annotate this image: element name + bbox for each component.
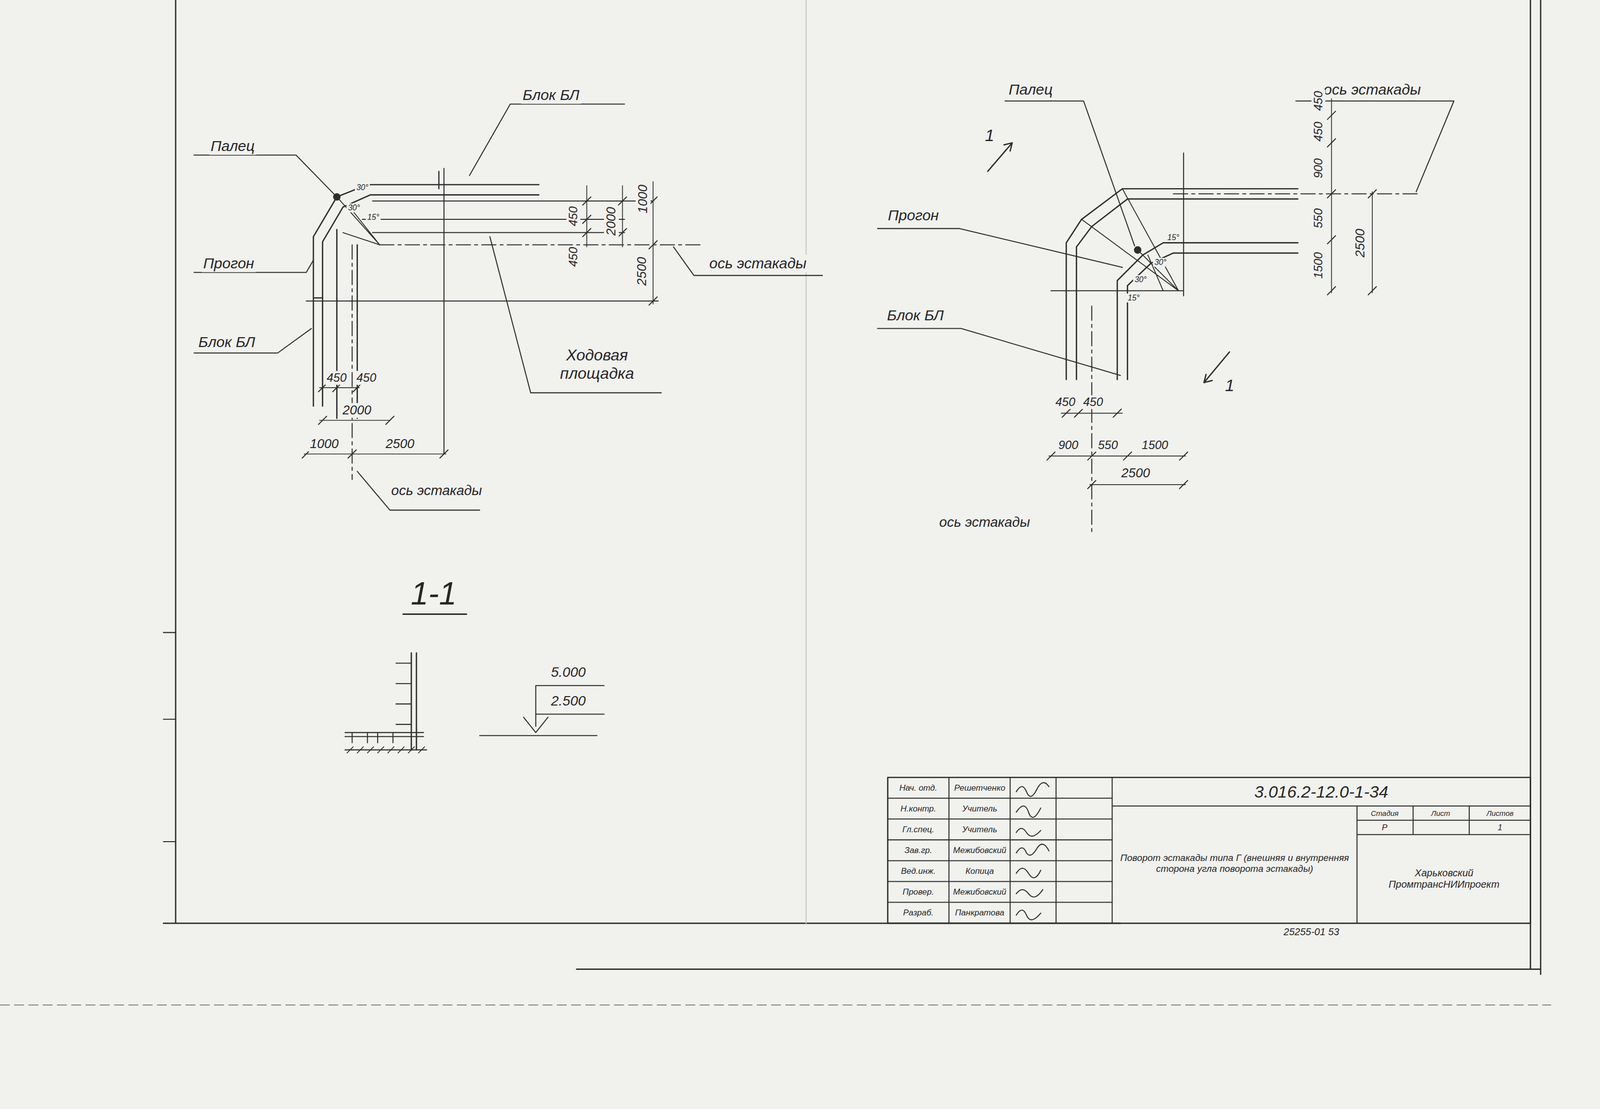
dimension: 2500 bbox=[1352, 227, 1368, 259]
drawing-code: 3.016.2-12.0-1-34 bbox=[1252, 782, 1390, 802]
section-mark: 1 bbox=[983, 125, 997, 146]
level-mark: 5.000 bbox=[549, 664, 588, 681]
angle: 30° bbox=[346, 203, 362, 213]
name-cell: Копица bbox=[963, 866, 996, 877]
name-cell: Межибовский bbox=[951, 845, 1008, 856]
axis-label: ось эстакады bbox=[932, 514, 1038, 531]
part-name: Прогон bbox=[201, 254, 256, 273]
role-cell: Провер. bbox=[900, 887, 936, 898]
dimension: 450 bbox=[325, 370, 349, 385]
dimension: 550 bbox=[1096, 438, 1120, 452]
dimension: 900 bbox=[1311, 156, 1326, 180]
dimension: 1000 bbox=[308, 436, 341, 452]
angle: 15° bbox=[1165, 233, 1181, 243]
part-name: Палец bbox=[209, 137, 257, 155]
dimension: 2000 bbox=[341, 402, 373, 418]
dimension: 450 bbox=[1053, 395, 1077, 409]
angle: 30° bbox=[354, 183, 370, 193]
dimension: 1000 bbox=[635, 183, 651, 215]
part-name: Блок БЛ bbox=[197, 333, 257, 351]
dimension: 450 bbox=[354, 370, 378, 385]
sheet-title: Поворот эстакады типа Г (внешняя и внутр… bbox=[1115, 852, 1354, 875]
part-name: Палец bbox=[1007, 81, 1055, 99]
axis-label: ось эстакады bbox=[1322, 81, 1423, 99]
dimension: 450 bbox=[1311, 89, 1326, 113]
dimension: 2500 bbox=[634, 255, 650, 288]
name-cell: Учитель bbox=[960, 824, 1000, 835]
axis-label: ось эстакады bbox=[384, 482, 490, 499]
dimension: 2500 bbox=[1119, 465, 1152, 481]
section-title: 1-1 bbox=[409, 575, 459, 613]
organization: Харьковский ПромтрансНИИпроект bbox=[1360, 867, 1528, 891]
dimension: 1500 bbox=[1311, 250, 1326, 280]
angle: 30° bbox=[1133, 275, 1149, 285]
archive-number: 25255-01 53 bbox=[1282, 926, 1341, 938]
part-name: Блок БЛ bbox=[521, 86, 582, 104]
name-cell: Межибовский bbox=[951, 887, 1008, 898]
angle: 15° bbox=[1126, 293, 1142, 303]
dimension: 450 bbox=[1081, 395, 1105, 409]
angle: 15° bbox=[365, 212, 381, 222]
table-header: Стадия bbox=[1369, 808, 1400, 818]
table-header: Лист bbox=[1429, 808, 1452, 818]
role-cell: Гл.спец. bbox=[900, 824, 937, 835]
name-cell: Панкратова bbox=[953, 907, 1006, 918]
role-cell: Вед.инж. bbox=[899, 866, 938, 877]
part-name: Ходовая площадка bbox=[529, 346, 665, 383]
name-cell: Учитель bbox=[960, 803, 1000, 814]
table-header: Листов bbox=[1485, 808, 1516, 818]
axis-label: ось эстакады bbox=[707, 254, 808, 273]
part-name: Прогон bbox=[886, 206, 941, 225]
dimension: 450 bbox=[1311, 120, 1326, 144]
dimension: 450 bbox=[566, 204, 581, 228]
part-name: Блок БЛ bbox=[885, 306, 946, 325]
role-cell: Зав.гр. bbox=[902, 845, 934, 856]
dimension: 2500 bbox=[384, 436, 416, 452]
dimension: 900 bbox=[1056, 438, 1080, 452]
dimension: 1500 bbox=[1140, 438, 1170, 452]
role-cell: Н.контр. bbox=[899, 803, 938, 814]
role-cell: Нач. отд. bbox=[898, 783, 939, 794]
role-cell: Разраб. bbox=[901, 907, 936, 918]
dimension: 2000 bbox=[603, 205, 619, 238]
level-mark: 2.500 bbox=[549, 693, 588, 709]
dimension: 450 bbox=[566, 245, 581, 269]
angle: 30° bbox=[1152, 257, 1168, 267]
table-cell: 1 bbox=[1496, 822, 1504, 833]
section-mark: 1 bbox=[1223, 375, 1237, 396]
name-cell: Решетченко bbox=[952, 783, 1007, 794]
table-cell: Р bbox=[1380, 822, 1389, 833]
dimension: 550 bbox=[1311, 206, 1326, 230]
